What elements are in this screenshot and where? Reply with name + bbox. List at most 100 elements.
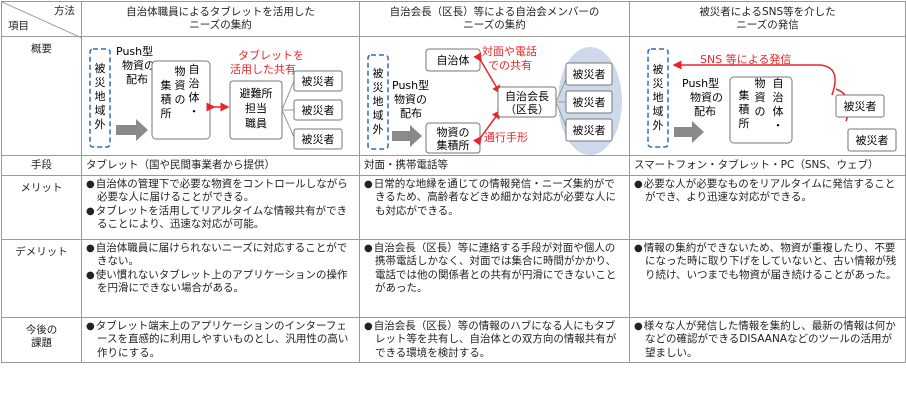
svg-text:被: 被	[653, 63, 664, 76]
tablet-note: タブレットを 活用した共有	[230, 48, 304, 76]
svg-text:対面や電話: 対面や電話	[482, 44, 537, 58]
svg-text:職員: 職員	[245, 117, 267, 130]
victim-box	[293, 70, 343, 92]
list-item: 必要な人が必要なものをリアルタイムに発信することができ、より迅速な対応ができる。	[634, 178, 901, 205]
means-row: 手段 タブレット（国や民間事業者から提供） 対面・携帯電話等 スマートフォン・タ…	[1, 155, 906, 176]
outside-region-box	[89, 48, 111, 148]
phone-note: 対面や電話 での共有	[482, 44, 537, 72]
svg-text:地: 地	[653, 91, 664, 104]
svg-text:物資の: 物資の	[394, 92, 427, 106]
svg-text:Push型: Push型	[116, 44, 153, 58]
list-item: 使い慣れないタブレット上のアプリケーションの操作を円滑にできない場合がある。	[86, 269, 355, 296]
row-label-future: 今後の 課題	[1, 316, 82, 363]
svg-text:物資の: 物資の	[437, 125, 470, 139]
svg-text:自治体: 自治体	[437, 53, 470, 67]
svg-text:タブレットを: タブレットを	[238, 48, 304, 62]
demerit-col1: 自治体職員に届けられないニーズに対応することができない。 使い慣れないタブレット…	[81, 238, 360, 318]
svg-text:被災者: 被災者	[302, 133, 335, 146]
svg-text:・: ・	[773, 119, 784, 132]
victim-box	[565, 90, 613, 114]
svg-text:自治会長: 自治会長	[505, 89, 549, 103]
victim-box	[835, 94, 885, 118]
svg-text:体: 体	[773, 104, 784, 118]
overview-row: 概要 被 災 地 域 外	[1, 36, 906, 156]
svg-text:物: 物	[175, 64, 186, 78]
list-item: 自治会長（区長）等に連絡する手段が対面や個人の携帯電話しかなく、対面では集合に時…	[364, 242, 625, 296]
merit-col1: 自治体の管理下で必要な物資をコントロールしながら必要な人に届けることができる。 …	[81, 174, 360, 240]
victim-box	[293, 128, 343, 150]
svg-text:域: 域	[95, 104, 106, 117]
list-item: 情報の集約ができないため、物資が重複したり、不要になった時に取り下げをしていない…	[634, 242, 901, 283]
svg-text:・: ・	[189, 105, 200, 118]
row-label-means: 手段	[1, 155, 82, 176]
outside-text: 被 災 地 域 外	[95, 62, 106, 131]
push-label: Push型 物資の 配布	[682, 76, 723, 118]
means-col1: タブレット（国や民間事業者から提供）	[81, 155, 360, 176]
item-label: 項目	[8, 19, 29, 32]
list-item: タブレット端末上のアプリケーションのインターフェースを直感的に利用しやすいものと…	[86, 320, 355, 361]
svg-text:体: 体	[189, 90, 200, 104]
svg-text:の: の	[175, 93, 186, 106]
svg-text:配布: 配布	[126, 73, 148, 86]
svg-text:（区長）: （区長）	[505, 103, 549, 116]
sns-arrow-icon	[672, 60, 836, 96]
list-item: 様々な人が発信した情報を集約し、最新の情報は何かなどの確認ができるDISAANA…	[634, 320, 901, 361]
svg-text:集: 集	[739, 88, 750, 102]
header-col3: 被災者によるSNS等を介した ニーズの発信	[629, 1, 906, 37]
victim-box	[847, 128, 897, 152]
svg-text:治: 治	[189, 76, 200, 90]
svg-text:域: 域	[373, 109, 384, 122]
svg-text:外: 外	[373, 123, 384, 136]
svg-text:被災者: 被災者	[302, 104, 335, 117]
share-arrow-icon	[473, 52, 501, 95]
svg-text:集: 集	[161, 78, 172, 92]
list-item: 自治体職員に届けられないニーズに対応することができない。	[86, 242, 355, 269]
comparison-table: 方法 項目 自治体職員によるタブレットを活用した ニーズの集約 自治会長（区長）…	[1, 1, 906, 363]
outside-text: 被 災 地 域 外	[653, 63, 664, 132]
svg-text:被災者: 被災者	[844, 100, 877, 113]
svg-text:避難所: 避難所	[240, 86, 273, 100]
victim-box	[565, 62, 613, 86]
row-label-overview: 概要	[1, 36, 82, 156]
svg-text:外: 外	[653, 119, 664, 132]
demerit-row: デメリット 自治体職員に届けられないニーズに対応することができない。 使い慣れな…	[1, 238, 906, 318]
svg-text:被災者: 被災者	[856, 134, 889, 147]
future-col3: 様々な人が発信した情報を集約し、最新の情報は何かなどの確認ができるDISAANA…	[629, 316, 906, 363]
svg-text:所: 所	[739, 117, 750, 130]
sns-note: SNS 等による発信	[700, 52, 791, 66]
corner-cell: 方法 項目	[1, 1, 82, 38]
demerit-col3: 情報の集約ができないため、物資が重複したり、不要になった時に取り下げをしていない…	[629, 238, 906, 318]
merit-col2: 日常的な地縁を通じての情報発信・ニーズ集約ができるため、高齢者などきめ細かな対応…	[359, 174, 630, 240]
header-row: 方法 項目 自治体職員によるタブレットを活用した ニーズの集約 自治会長（区長）…	[1, 1, 906, 38]
svg-text:配布: 配布	[400, 107, 422, 120]
svg-text:地: 地	[373, 95, 384, 108]
svg-text:被災者: 被災者	[573, 68, 606, 81]
svg-text:被: 被	[95, 62, 106, 75]
diagram-tablet: 被 災 地 域 外 Push型 物資の 配布	[81, 36, 360, 156]
svg-text:自: 自	[773, 77, 784, 90]
future-row: 今後の 課題 タブレット端末上のアプリケーションのインターフェースを直感的に利用…	[1, 316, 906, 363]
svg-text:物資の: 物資の	[122, 58, 155, 72]
list-item: 自治会長（区長）等の情報のハブになる人にもタブレット等を共有し、自治体との双方向…	[364, 320, 625, 361]
svg-text:Push型: Push型	[682, 76, 719, 90]
diagram-chief: 被 災 地 域 外 Push型 物資の 配布 自治体	[359, 36, 630, 156]
row-label-merit: メリット	[1, 174, 82, 240]
svg-text:自: 自	[189, 63, 200, 76]
svg-text:積: 積	[739, 102, 750, 116]
supply-arrow-icon	[116, 119, 148, 141]
means-col2: 対面・携帯電話等	[359, 155, 630, 176]
svg-text:での共有: での共有	[488, 58, 532, 72]
svg-text:資: 資	[175, 79, 186, 92]
means-col3: スマートフォン・タブレット・PC（SNS、ウェブ）	[629, 155, 906, 176]
svg-text:物資の: 物資の	[690, 90, 723, 104]
demerit-col2: 自治会長（区長）等に連絡する手段が対面や個人の携帯電話しかなく、対面では集合に時…	[359, 238, 630, 318]
svg-text:所: 所	[161, 107, 172, 120]
svg-text:治: 治	[773, 90, 784, 104]
svg-text:配布: 配布	[694, 105, 716, 118]
svg-text:の: の	[755, 105, 766, 118]
svg-text:外: 外	[95, 118, 106, 131]
svg-text:災: 災	[653, 77, 664, 90]
victim-box	[565, 118, 613, 142]
future-col1: タブレット端末上のアプリケーションのインターフェースを直感的に利用しやすいものと…	[81, 316, 360, 363]
svg-text:Push型: Push型	[392, 78, 429, 92]
